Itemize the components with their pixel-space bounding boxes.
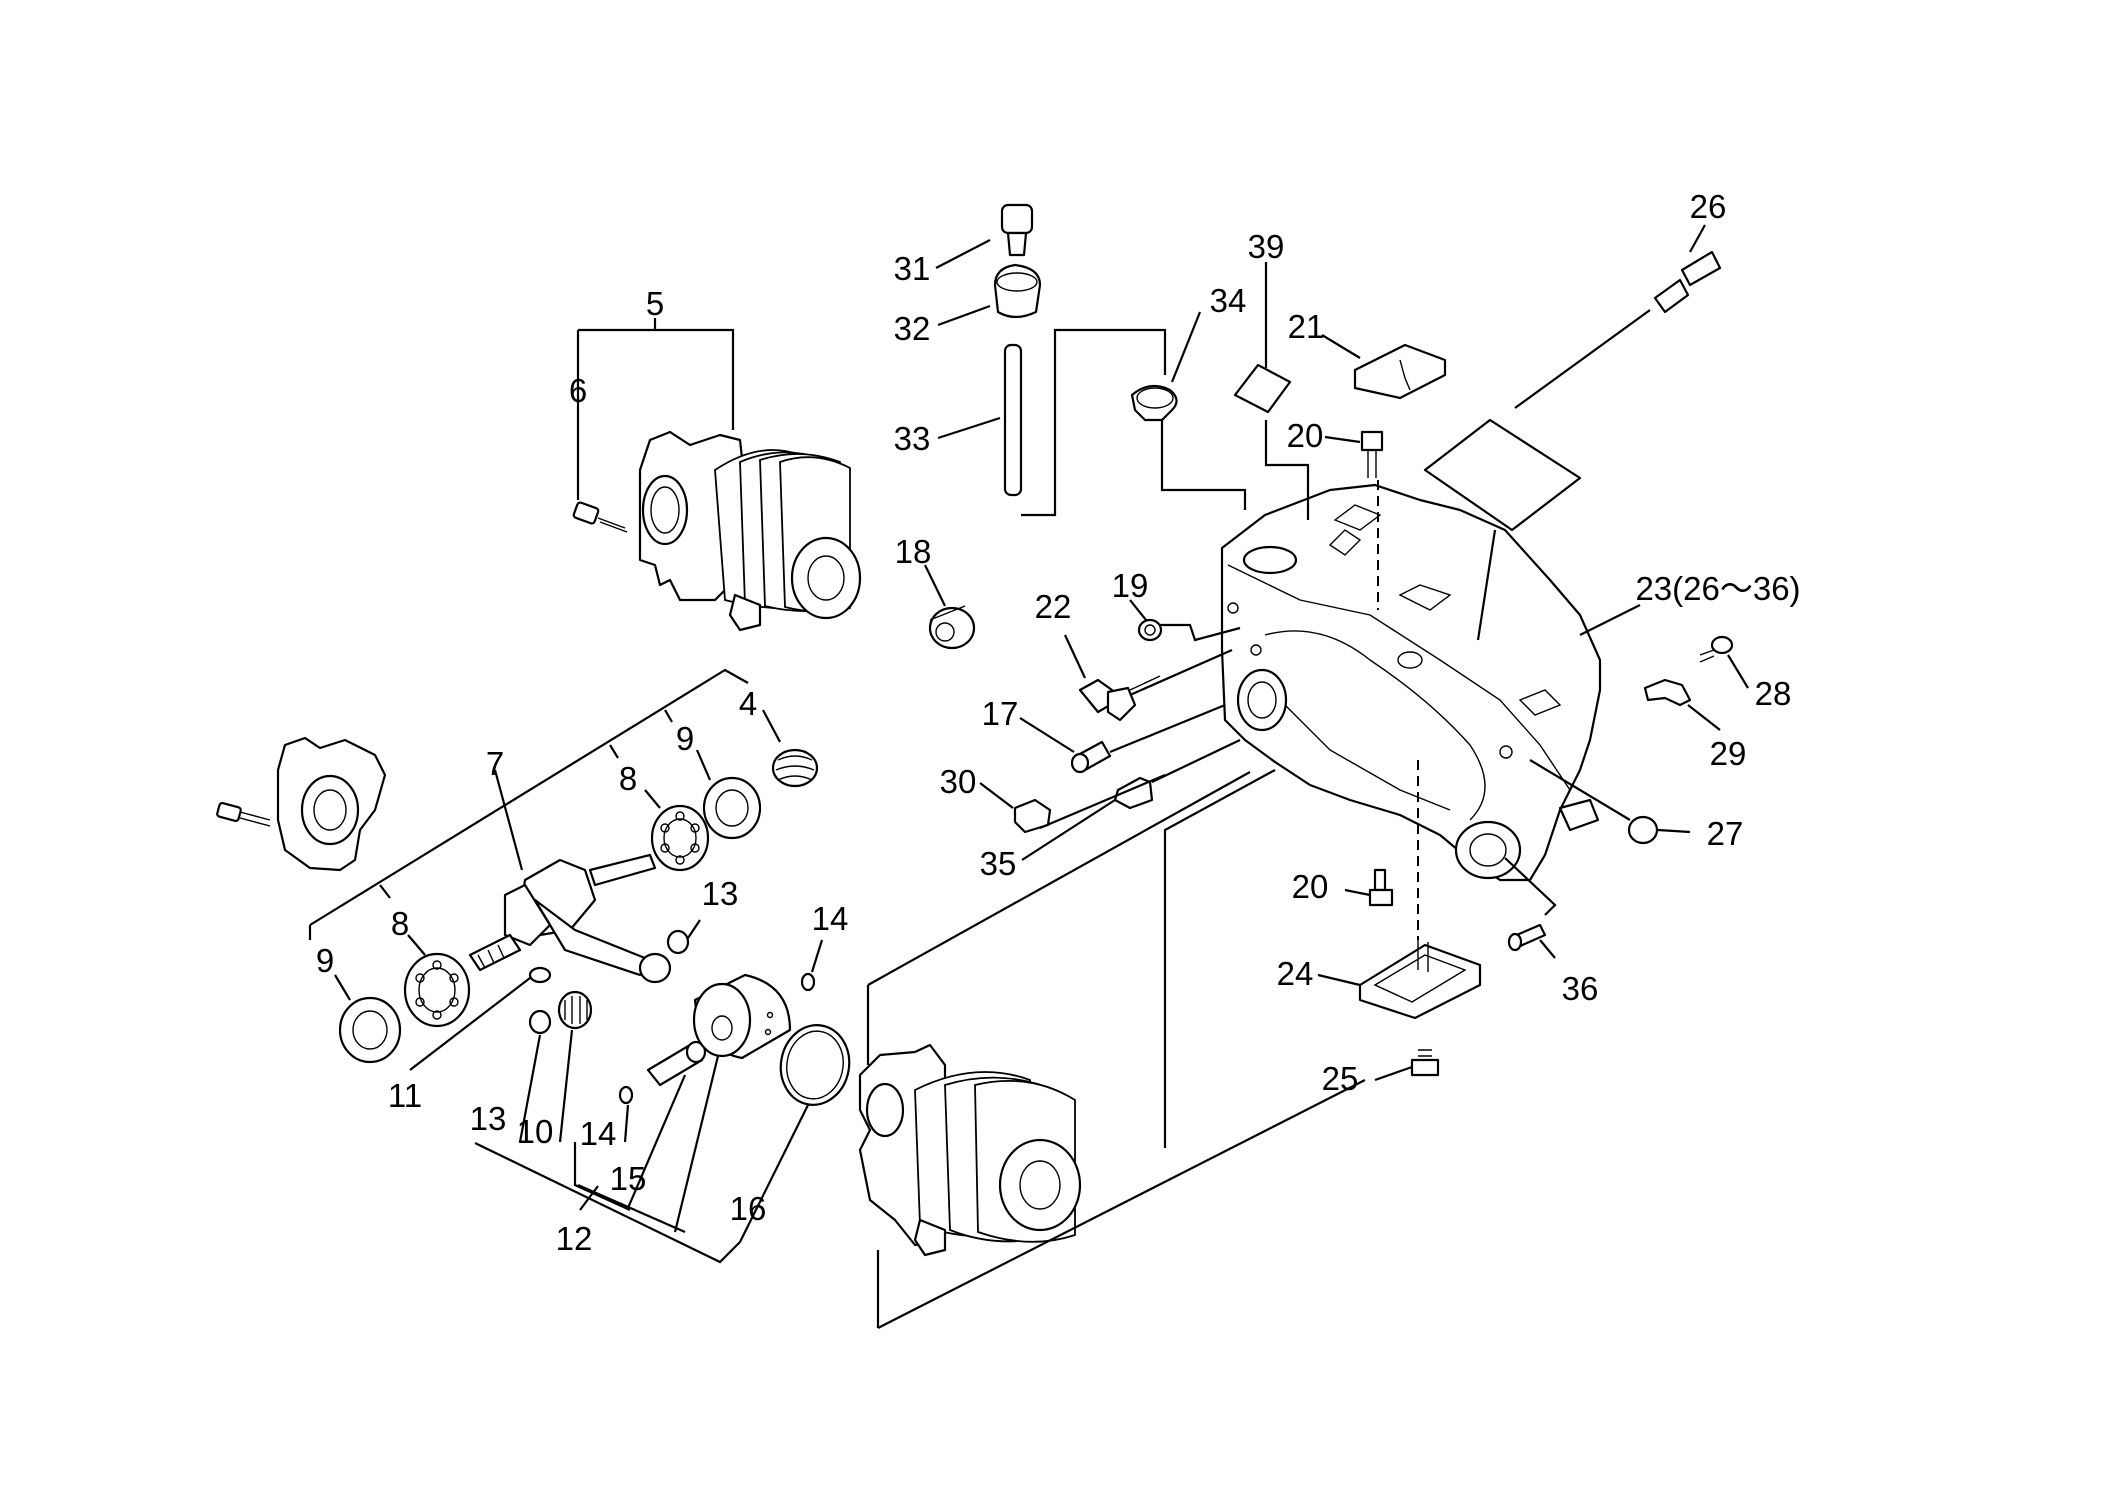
part-cylinder-assembly-top xyxy=(638,430,862,632)
callout-8-upper: 8 xyxy=(619,760,637,797)
callout-36: 36 xyxy=(1562,970,1599,1007)
callout-34: 34 xyxy=(1210,282,1247,319)
callout-35: 35 xyxy=(980,845,1017,882)
part-plug-27 xyxy=(1627,815,1659,845)
callout-28: 28 xyxy=(1755,675,1792,712)
callout-12: 12 xyxy=(556,1220,593,1257)
part-bearing-8-right xyxy=(650,804,710,872)
part-pin-36 xyxy=(1507,923,1547,952)
part-piston-ring-16 xyxy=(779,1024,851,1106)
part-bracket-29 xyxy=(1643,678,1692,707)
callout-8-left: 8 xyxy=(391,905,409,942)
callout-26: 26 xyxy=(1690,188,1727,225)
part-bolt-20-lower xyxy=(1368,868,1394,907)
part-needle-bearing-10 xyxy=(557,990,593,1030)
part-lever-22 xyxy=(1078,675,1161,722)
part-bolt-20-upper xyxy=(1360,430,1384,478)
callout-10: 10 xyxy=(517,1113,554,1150)
callout-11: 11 xyxy=(388,1077,422,1114)
callout-19: 19 xyxy=(1112,567,1149,604)
part-screw-28 xyxy=(1699,635,1734,663)
callout-23: 23(26～36) xyxy=(1635,570,1800,607)
part-bearing-8-left xyxy=(403,952,471,1028)
part-pad-30 xyxy=(1013,798,1052,834)
part-piston-12 xyxy=(692,973,792,1060)
part-plug-18 xyxy=(928,605,976,650)
part-oil-seal-9-left xyxy=(338,996,402,1064)
callout-21: 21 xyxy=(1288,308,1325,345)
callout-29: 29 xyxy=(1710,735,1747,772)
callout-33: 33 xyxy=(894,420,931,457)
part-label-39 xyxy=(1233,363,1292,414)
part-nut-19 xyxy=(1137,618,1163,642)
callout-4: 4 xyxy=(739,685,757,722)
part-circlip-14-upper xyxy=(800,972,816,992)
part-washer-13-upper xyxy=(666,929,690,955)
part-main-crankcase-housing xyxy=(1220,483,1602,882)
callout-13-upper: 13 xyxy=(702,875,739,912)
part-bushing-17 xyxy=(1070,740,1112,774)
part-piston-pin-15 xyxy=(646,1040,707,1087)
part-crankcase-half-left xyxy=(216,736,387,872)
part-bracket-21 xyxy=(1353,343,1447,400)
callout-6: 6 xyxy=(569,372,587,409)
callout-17: 17 xyxy=(982,695,1019,732)
part-washer-13-lower xyxy=(528,1009,552,1035)
part-crankshaft-7 xyxy=(468,853,672,984)
callout-14-lower: 14 xyxy=(580,1115,617,1152)
callout-20-upper: 20 xyxy=(1287,417,1324,454)
callout-5: 5 xyxy=(646,285,664,322)
part-nipple-26 xyxy=(1653,250,1722,314)
part-tube-33 xyxy=(1003,343,1023,497)
part-gasket-sheet xyxy=(1423,309,1651,532)
callout-7: 7 xyxy=(486,745,504,782)
part-oil-seal-9-right xyxy=(702,776,762,840)
part-circlip-14-lower xyxy=(618,1085,634,1105)
callout-14-upper: 14 xyxy=(812,900,849,937)
callout-9-upper: 9 xyxy=(676,720,694,757)
callout-30: 30 xyxy=(940,763,977,800)
part-grommet-34 xyxy=(1130,384,1178,422)
part-spring-4 xyxy=(771,748,819,788)
callout-31: 31 xyxy=(894,250,931,287)
callout-27: 27 xyxy=(1707,815,1744,852)
callout-18: 18 xyxy=(895,533,932,570)
callout-15: 15 xyxy=(610,1160,647,1197)
callout-25: 25 xyxy=(1322,1060,1359,1097)
part-cap-32 xyxy=(993,263,1042,319)
callout-13-lower: 13 xyxy=(470,1100,507,1137)
part-key-11 xyxy=(528,966,552,984)
callout-16: 16 xyxy=(730,1190,767,1227)
leader-lines xyxy=(308,224,1749,1329)
callout-39: 39 xyxy=(1248,228,1285,265)
callout-9-left: 9 xyxy=(316,942,334,979)
callout-labels: 5 6 31 32 33 34 39 21 26 20 18 19 22 23(… xyxy=(316,188,1801,1257)
callout-32: 32 xyxy=(894,310,931,347)
part-base-plate-24 xyxy=(1358,940,1482,1020)
callout-20-lower: 20 xyxy=(1292,868,1329,905)
part-bolt-6 xyxy=(572,501,628,533)
part-cylinder-assembly-bottom xyxy=(858,1043,1082,1257)
callout-22: 22 xyxy=(1035,588,1072,625)
callout-24: 24 xyxy=(1277,955,1314,992)
part-screw-25 xyxy=(1410,1049,1440,1077)
part-plug-31 xyxy=(1000,203,1034,257)
